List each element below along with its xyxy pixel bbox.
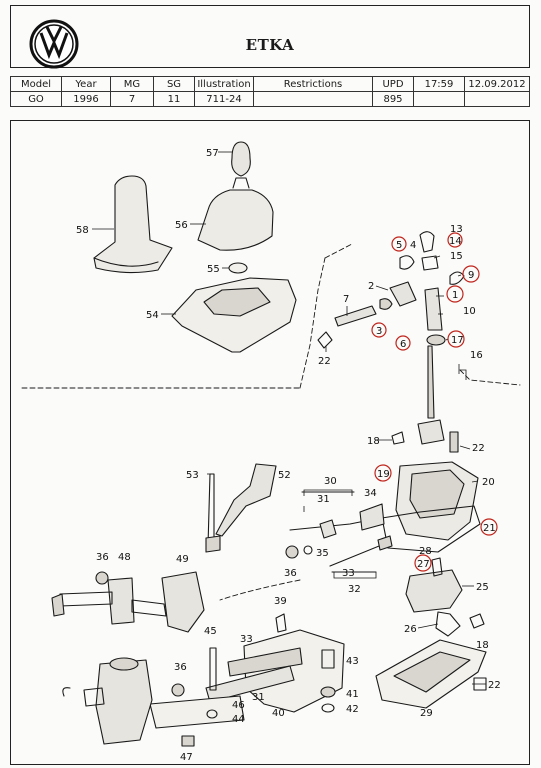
knob-57 xyxy=(231,141,251,177)
lever-16 xyxy=(427,345,435,419)
callout-18-upper: 18 xyxy=(367,436,380,447)
bracket-25 xyxy=(405,569,463,613)
callout-41: 41 xyxy=(346,689,359,700)
callout-48: 48 xyxy=(118,552,131,563)
callout-39: 39 xyxy=(274,596,287,607)
part-labels: 57 56 58 55 54 22 7 2 3 5 4 6 13 14 15 9… xyxy=(76,148,501,763)
selector-2 xyxy=(389,281,417,307)
val-date xyxy=(464,91,530,107)
callout-3: 3 xyxy=(376,326,382,337)
ring-55 xyxy=(228,262,248,274)
callout-56: 56 xyxy=(175,220,188,231)
callout-9: 9 xyxy=(468,270,474,281)
callout-45: 45 xyxy=(204,626,217,637)
callout-13: 13 xyxy=(450,224,463,235)
callout-6: 6 xyxy=(400,339,406,350)
callout-30: 30 xyxy=(324,476,337,487)
callout-58: 58 xyxy=(76,225,89,236)
vw-logo-icon xyxy=(29,19,79,69)
info-value-row: GO 1996 7 11 711-24 895 xyxy=(10,91,530,107)
callout-22-mid: 22 xyxy=(472,443,485,454)
callout-49: 49 xyxy=(176,554,189,565)
callout-2: 2 xyxy=(368,281,374,292)
callout-54: 54 xyxy=(146,310,159,321)
callout-28: 28 xyxy=(419,546,432,557)
callout-29: 29 xyxy=(420,708,433,719)
callout-35: 35 xyxy=(316,548,329,559)
callout-34: 34 xyxy=(364,488,377,499)
callout-44: 44 xyxy=(232,714,245,725)
callout-33-lower: 33 xyxy=(240,634,253,645)
separation-dashes xyxy=(21,243,521,601)
app-title: ETKA xyxy=(245,36,295,54)
info-header-row: Model Year MG SG Illustration Restrictio… xyxy=(10,76,530,92)
callout-16: 16 xyxy=(470,350,483,361)
callout-42: 42 xyxy=(346,704,359,715)
lever-52 xyxy=(215,463,277,537)
callout-25: 25 xyxy=(476,582,489,593)
circled-marks xyxy=(371,232,498,572)
callout-22-bottom: 22 xyxy=(488,680,501,691)
diagram-frame xyxy=(10,120,530,765)
gearbox-housing xyxy=(95,659,153,745)
bracket-marks xyxy=(303,369,467,579)
callout-18-lower: 18 xyxy=(476,640,489,651)
leader-lines xyxy=(92,151,486,685)
callout-55: 55 xyxy=(207,264,220,275)
callout-32: 32 xyxy=(348,584,361,595)
callout-20: 20 xyxy=(482,477,495,488)
bracket-48 xyxy=(107,577,135,625)
callout-43: 43 xyxy=(346,656,359,667)
info-table: Model Year MG SG Illustration Restrictio… xyxy=(10,76,530,107)
callout-33-mid: 33 xyxy=(342,568,355,579)
callout-31-lower: 31 xyxy=(252,692,265,703)
callout-57: 57 xyxy=(206,148,219,159)
callout-40: 40 xyxy=(272,708,285,719)
callout-36-left: 36 xyxy=(96,552,109,563)
callout-15: 15 xyxy=(450,251,463,262)
callout-27: 27 xyxy=(417,559,430,570)
callout-47: 47 xyxy=(180,752,193,763)
header-box: ETKA xyxy=(10,5,530,69)
val-upd: 895 xyxy=(372,91,414,107)
callout-52: 52 xyxy=(278,470,291,481)
boot-56 xyxy=(197,189,274,251)
callout-53: 53 xyxy=(186,470,199,481)
boot-58 xyxy=(93,175,173,274)
callout-21: 21 xyxy=(483,523,496,534)
callout-4: 4 xyxy=(410,240,416,251)
callout-10: 10 xyxy=(463,306,476,317)
housing-49 xyxy=(161,571,205,633)
callout-36-mid: 36 xyxy=(284,568,297,579)
rod-7 xyxy=(334,305,377,327)
callout-17: 17 xyxy=(451,335,464,346)
callout-26: 26 xyxy=(404,624,417,635)
val-illustration: 711-24 xyxy=(194,91,254,107)
callout-7: 7 xyxy=(343,294,349,305)
callout-19: 19 xyxy=(377,469,390,480)
callout-36-lower: 36 xyxy=(174,662,187,673)
callout-46: 46 xyxy=(232,700,245,711)
callout-5: 5 xyxy=(396,240,402,251)
callout-31-upper: 31 xyxy=(317,494,330,505)
callout-14: 14 xyxy=(449,236,462,247)
callout-22-top: 22 xyxy=(318,356,331,367)
callout-1: 1 xyxy=(452,290,458,301)
val-sg: 11 xyxy=(153,91,195,107)
